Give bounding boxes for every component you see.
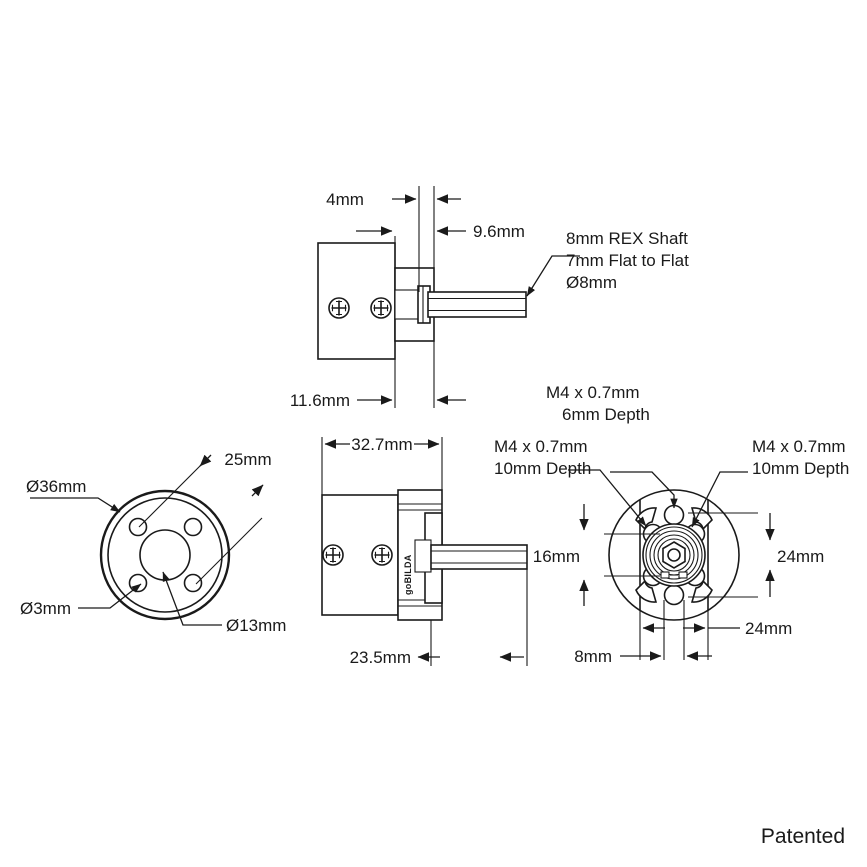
leader-dia36 — [30, 497, 121, 513]
note-m4-10mm-right-line1: M4 x 0.7mm — [752, 437, 846, 456]
dimension-4mm: 4mm — [326, 190, 461, 209]
rear-m4-hole-top-center — [663, 504, 685, 526]
dimension-16mm: 16mm — [533, 504, 589, 606]
face-mount-hole-top-right — [183, 517, 203, 537]
dimension-label-11-6mm: 11.6mm — [290, 391, 350, 410]
bottom-side-elevation-view: goBILDA 32.7mm 23.5mm — [321, 435, 528, 667]
brand-text-gobilda: goBILDA — [403, 554, 413, 595]
dimension-23-5mm: 23.5mm — [350, 648, 524, 667]
dimension-32-7mm: 32.7mm — [324, 435, 440, 454]
note-rex-shaft-line2: 7mm Flat to Flat — [566, 251, 689, 270]
top-side-elevation-view: 4mm 9.6mm 11.6mm 8mm REX Shaft 7mm Flat … — [290, 186, 689, 410]
rear-shaft-bore — [667, 548, 681, 562]
dimension-label-4mm: 4mm — [326, 190, 364, 209]
dimension-24mm-vertical: 24mm — [765, 513, 824, 597]
bottom-screw-upper — [322, 544, 344, 566]
bottom-screw-lower — [371, 544, 393, 566]
body-screw-upper — [328, 297, 350, 319]
dimension-label-23-5mm: 23.5mm — [350, 648, 411, 667]
dimension-9-6mm: 9.6mm — [356, 222, 525, 241]
leader-m4-10mm-left — [568, 469, 647, 527]
face-mount-hole-top-left — [128, 517, 148, 537]
dimension-11-6mm: 11.6mm — [290, 391, 466, 410]
face-mount-hole-bottom-left — [128, 573, 148, 593]
rex-output-shaft — [427, 291, 527, 318]
rear-face-circular-view: M4 x 0.7mm 6mm Depth M4 x 0.7mm 10mm Dep… — [494, 383, 849, 666]
dimension-label-24mm-horizontal: 24mm — [745, 619, 792, 638]
face-mount-hole-bottom-right — [183, 573, 203, 593]
leader-dia13 — [162, 571, 222, 626]
leader-dia3 — [78, 583, 142, 609]
dimension-25mm-bolt-circle: 25mm — [138, 450, 272, 585]
bottom-output-shaft — [430, 544, 528, 570]
dimension-8mm: 8mm — [574, 647, 712, 666]
housing-recess — [394, 289, 420, 320]
note-leader-rex-shaft — [526, 255, 580, 297]
dimension-label-dia13: Ø13mm — [226, 616, 286, 635]
dimension-label-dia36: Ø36mm — [26, 477, 86, 496]
leader-m4-10mm-right — [691, 471, 748, 528]
dimension-label-8mm: 8mm — [574, 647, 612, 666]
rear-detail-left — [660, 571, 670, 579]
shaft-boss — [414, 539, 432, 573]
front-face-circular-view: Ø36mm 25mm Ø3mm Ø13mm — [20, 450, 286, 635]
dimension-label-9-6mm: 9.6mm — [473, 222, 525, 241]
patented-label: Patented — [761, 825, 845, 848]
dimension-label-16mm: 16mm — [533, 547, 580, 566]
leader-m4-6mm — [610, 471, 678, 509]
rear-m4-hole-bottom-center — [663, 584, 685, 606]
dimension-label-32-7mm: 32.7mm — [351, 435, 412, 454]
note-rex-shaft-line1: 8mm REX Shaft — [566, 229, 688, 248]
dimension-label-24mm-vertical: 24mm — [777, 547, 824, 566]
body-screw-lower — [370, 297, 392, 319]
rear-detail-right — [678, 571, 688, 579]
note-m4-10mm-left-line1: M4 x 0.7mm — [494, 437, 588, 456]
face-center-bore-13mm — [139, 529, 191, 581]
note-m4-10mm-right-line2: 10mm Depth — [752, 459, 849, 478]
note-m4-6mm-line1: M4 x 0.7mm — [546, 383, 640, 402]
dimension-label-25mm: 25mm — [224, 450, 271, 469]
dimension-24mm-horizontal: 24mm — [642, 619, 792, 638]
dimension-label-dia3: Ø3mm — [20, 599, 71, 618]
note-rex-shaft-line3: Ø8mm — [566, 273, 617, 292]
note-m4-6mm-line2: 6mm Depth — [562, 405, 650, 424]
note-m4-10mm-left-line2: 10mm Depth — [494, 459, 591, 478]
